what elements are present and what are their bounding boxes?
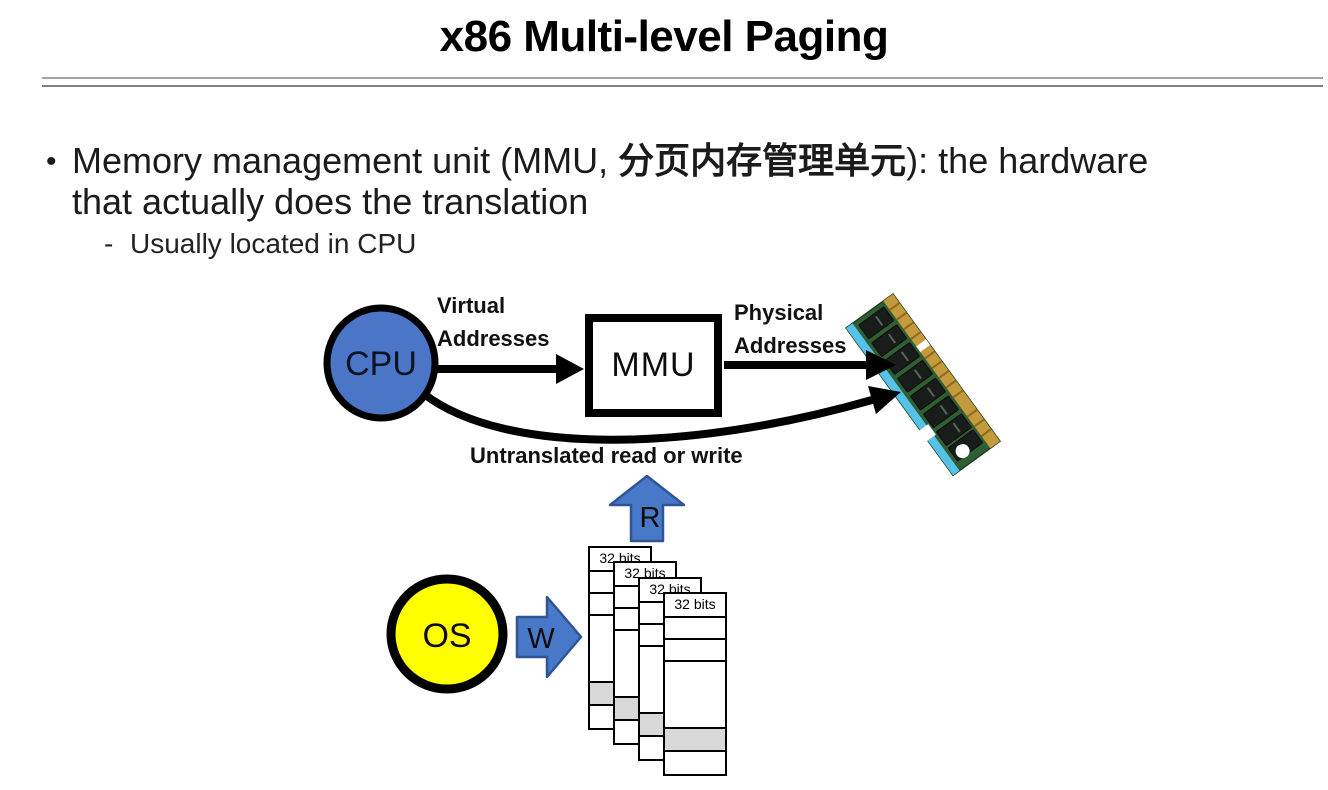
mmu-box: MMU — [585, 314, 722, 417]
bullet-line-1: • Memory management unit (MMU, 分页内存管理单元):… — [46, 132, 1148, 184]
virtual-addresses-label: Virtual Addresses — [437, 289, 550, 355]
physical-addresses-line1: Physical — [734, 300, 824, 325]
ram-gold-edge — [883, 294, 1000, 449]
ram-mount-hole — [955, 444, 970, 459]
bullet-marker: • — [46, 145, 57, 178]
sub-bullet: -Usually located in CPU — [104, 228, 416, 260]
ram-gold-notch — [916, 339, 931, 353]
cpu-label: CPU — [345, 345, 417, 383]
bullet-line-2: that actually does the translation — [72, 181, 589, 222]
write-arrow-label: W — [527, 623, 555, 655]
read-arrow — [608, 474, 686, 543]
os-label: OS — [422, 617, 471, 655]
sub-bullet-dash: - — [104, 228, 114, 259]
page-table-row — [665, 752, 725, 774]
ram-chip-labels — [875, 315, 961, 433]
ram-gold-pins — [889, 302, 992, 437]
bullet-text-post: ): the hardware — [906, 140, 1149, 181]
physical-addresses-line2: Addresses — [734, 333, 847, 358]
title-divider-top — [42, 77, 1323, 79]
cpu-circle — [323, 304, 439, 422]
page-title: x86 Multi-level Paging — [439, 12, 889, 61]
ram-bottom-notch — [919, 424, 936, 442]
sub-bullet-text: Usually located in CPU — [130, 228, 417, 259]
os-circle — [386, 574, 508, 694]
bullet-text-cjk: 分页内存管理单元 — [618, 140, 907, 181]
bullet-text-pre: Memory management unit (MMU, — [72, 140, 619, 181]
page-table-row — [665, 618, 725, 640]
virtual-address-arrowhead — [556, 354, 584, 384]
page-table-row — [665, 662, 725, 729]
physical-addresses-label: Physical Addresses — [734, 296, 847, 362]
virtual-addresses-line1: Virtual — [437, 293, 506, 318]
title-divider-bottom — [42, 85, 1323, 87]
page-table-row — [665, 640, 725, 662]
page-table-header: 32 bits — [665, 594, 725, 618]
virtual-addresses-line2: Addresses — [437, 326, 550, 351]
untranslated-label: Untranslated read or write — [470, 443, 743, 468]
mmu-label: MMU — [611, 346, 696, 384]
page-table-row-highlighted — [665, 729, 725, 752]
read-arrow-label: R — [640, 502, 661, 534]
page-table-4: 32 bits — [663, 592, 727, 776]
ram-module-image — [845, 292, 1002, 477]
write-arrow — [515, 595, 583, 679]
